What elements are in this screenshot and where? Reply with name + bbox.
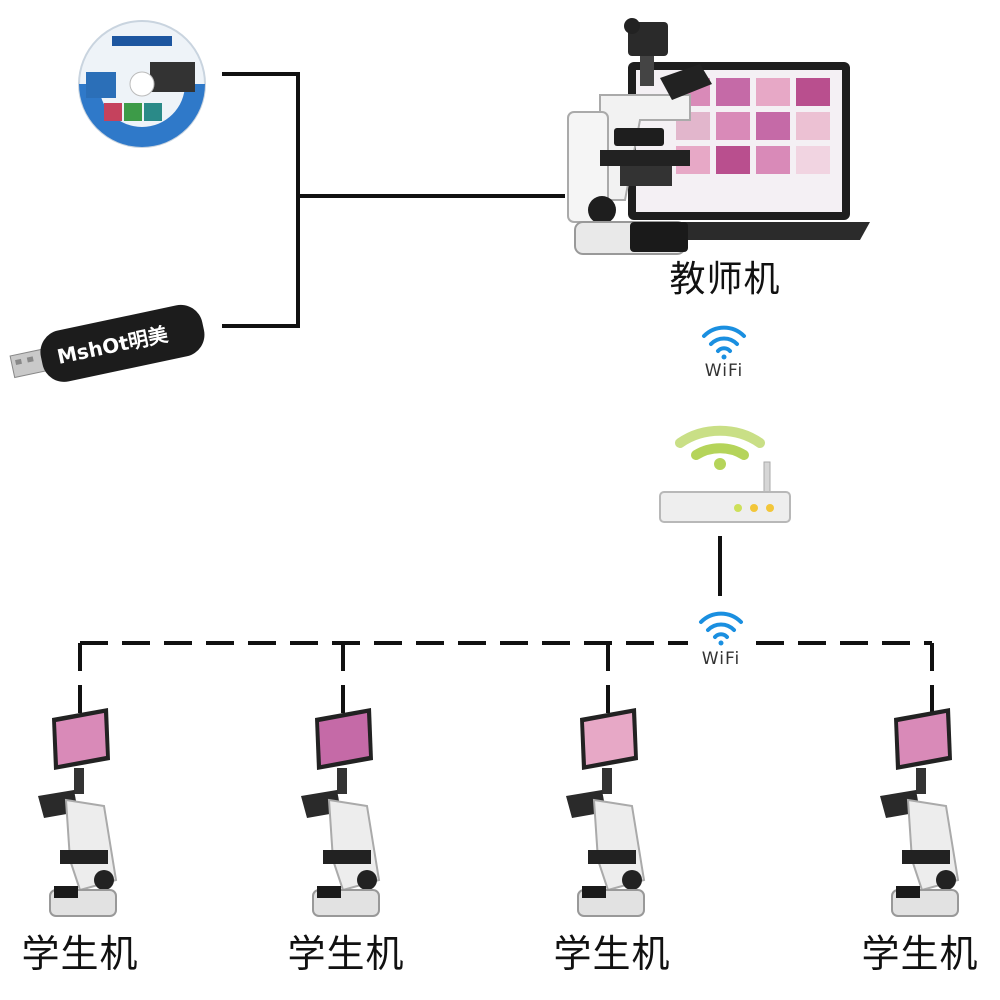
student-label-1: 学生机 <box>21 932 139 976</box>
student-label-3: 学生机 <box>553 932 671 976</box>
wifi-bottom-icon <box>699 611 743 646</box>
student-tablet-icon <box>580 708 638 770</box>
wifi-top-label: WiFi <box>704 361 744 381</box>
student-label-4: 学生机 <box>861 932 979 976</box>
student-network-bus <box>78 641 934 716</box>
usb-dongle-icon: MshOt明美 <box>9 304 205 382</box>
student-tablet-icon <box>894 708 952 770</box>
student-tablet-icon <box>315 708 373 770</box>
teacher-label: 教师机 <box>669 259 781 300</box>
laptop-screen-thumbnails <box>676 78 830 174</box>
student-station-3 <box>566 708 646 917</box>
student-microscope-icon <box>301 768 381 917</box>
student-tablet-icon <box>52 708 110 770</box>
student-microscope-icon <box>566 768 646 917</box>
student-station-4 <box>880 708 960 917</box>
wifi-bottom-label: WiFi <box>701 649 741 669</box>
student-station-2 <box>301 708 381 917</box>
software-cd-icon <box>78 20 206 148</box>
student-station-1 <box>38 708 118 917</box>
wifi-top-icon <box>702 325 746 360</box>
accessory-connector <box>222 72 565 328</box>
student-microscope-icon <box>38 768 118 917</box>
student-microscope-icon <box>880 768 960 917</box>
teacher-microscope-icon <box>567 18 712 255</box>
student-label-2: 学生机 <box>287 932 405 976</box>
router-icon <box>659 425 791 523</box>
